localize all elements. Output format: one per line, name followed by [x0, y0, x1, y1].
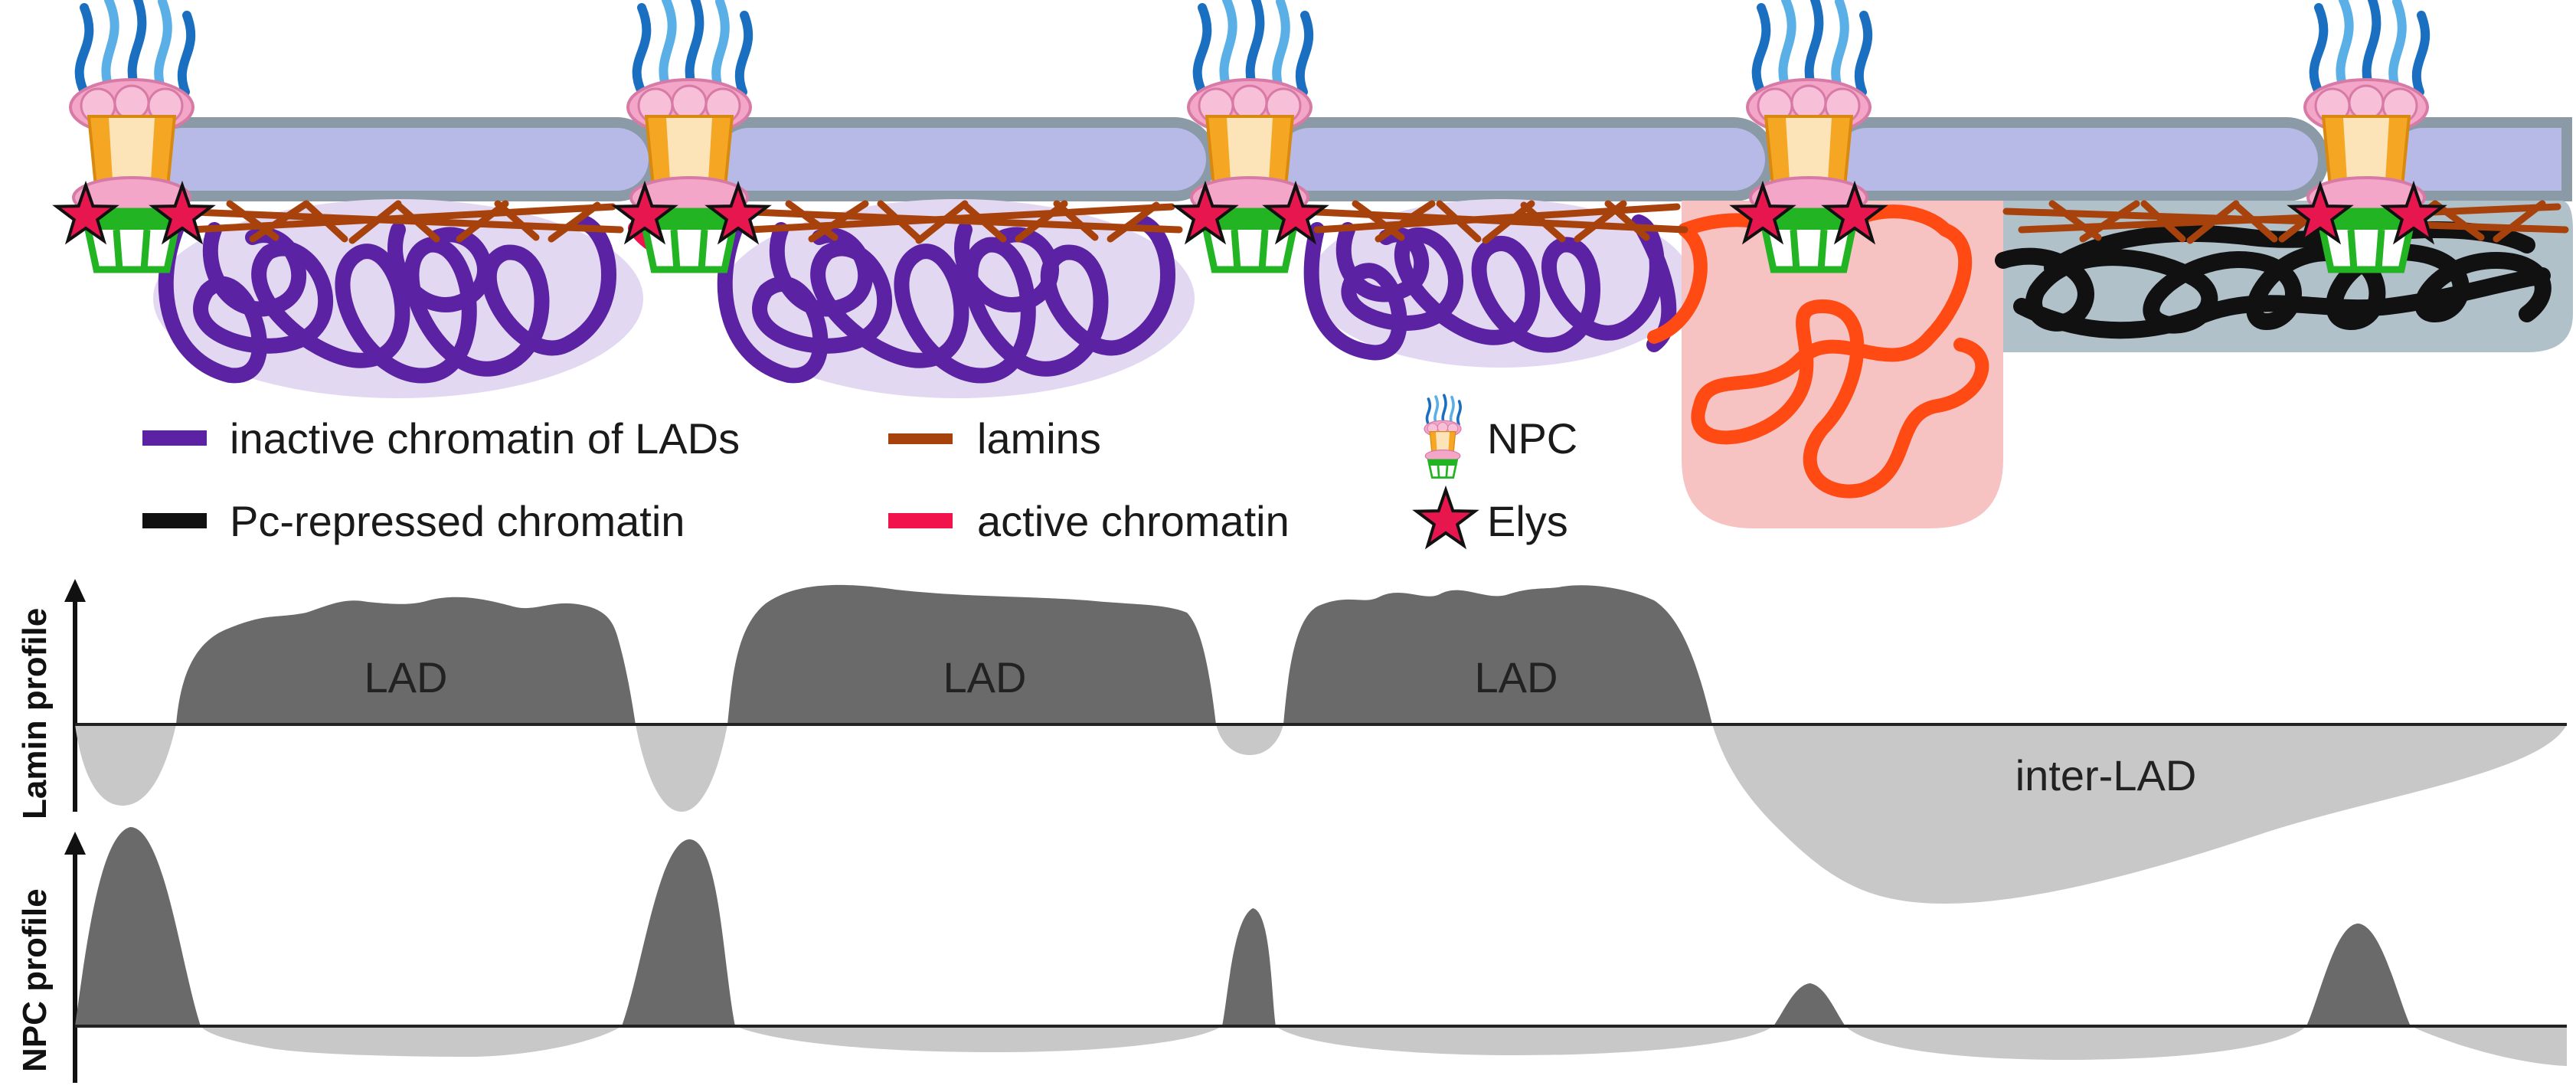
npc-trough [1276, 1026, 1773, 1055]
npc-trough [2411, 1026, 2567, 1066]
lamin-network [172, 200, 2569, 244]
legend-label-lamins: lamins [977, 414, 1101, 463]
npc-peak [1773, 983, 1845, 1026]
lamin-dip [75, 724, 176, 806]
lad-label: LAD [1475, 653, 1558, 701]
npc-peak [622, 839, 735, 1026]
npc-trough [735, 1026, 1222, 1052]
active-halo [1682, 201, 2003, 528]
npc-profile-panel: NPC profile [16, 827, 2567, 1083]
npc-peak [1222, 908, 1276, 1026]
lamin-profile-panel: Lamin profile LAD LAD LAD inter-LAD [16, 579, 2567, 904]
legend-swatch-lamins [888, 433, 953, 444]
arrow-up-icon [64, 579, 86, 602]
lad-region [176, 597, 636, 724]
lad-region [727, 584, 1216, 724]
star-icon [1415, 489, 1476, 548]
lamin-dip [1216, 724, 1283, 755]
inter-lad-region [1712, 724, 2567, 904]
inter-lad-label: inter-LAD [2015, 751, 2197, 799]
lad-label: LAD [364, 653, 448, 701]
legend-label-npc: NPC [1487, 414, 1577, 463]
lad-label: LAD [943, 653, 1027, 701]
lad-region [1283, 585, 1712, 724]
legend-label-active: active chromatin [977, 497, 1290, 545]
legend-label-inactive: inactive chromatin of LADs [230, 414, 740, 463]
npc-icon [1423, 394, 1463, 479]
legend-swatch-inactive [142, 430, 207, 446]
npc-trough [1845, 1026, 2306, 1060]
npc-axis-label: NPC profile [16, 888, 54, 1072]
lamin-axis-label: Lamin profile [16, 608, 54, 819]
npc-trough [201, 1026, 622, 1057]
nuclear-envelope [140, 117, 2572, 201]
npc-peak [2306, 924, 2411, 1026]
legend: inactive chromatin of LADs Pc-repressed … [142, 394, 1577, 548]
arrow-up-icon [64, 832, 86, 855]
legend-label-pc: Pc-repressed chromatin [230, 497, 685, 545]
inactive-chromatin [158, 214, 1677, 384]
lamin-dip [636, 724, 727, 812]
npc-peak [75, 827, 201, 1026]
legend-swatch-active [888, 513, 953, 528]
legend-label-elys: Elys [1487, 497, 1568, 545]
legend-swatch-pc [142, 513, 207, 528]
